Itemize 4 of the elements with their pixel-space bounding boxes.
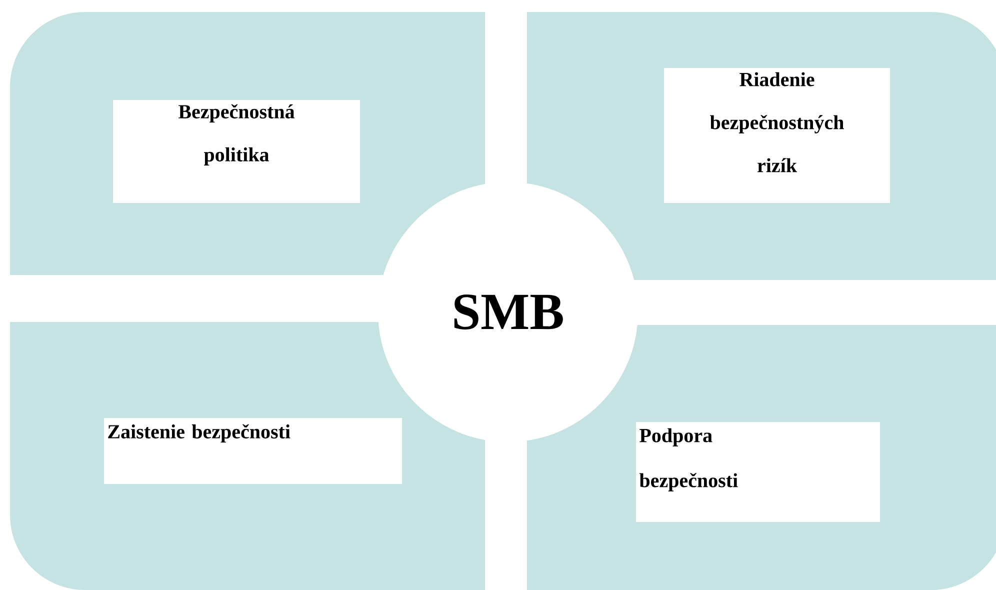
text-box: Bezpečnostná politika xyxy=(113,100,360,203)
text-box: Zaistenie bezpečnosti xyxy=(104,418,402,484)
text-box: Podpora bezpečnosti xyxy=(636,422,880,522)
text-box: Riadenie bezpečnostných rizík xyxy=(664,68,890,203)
